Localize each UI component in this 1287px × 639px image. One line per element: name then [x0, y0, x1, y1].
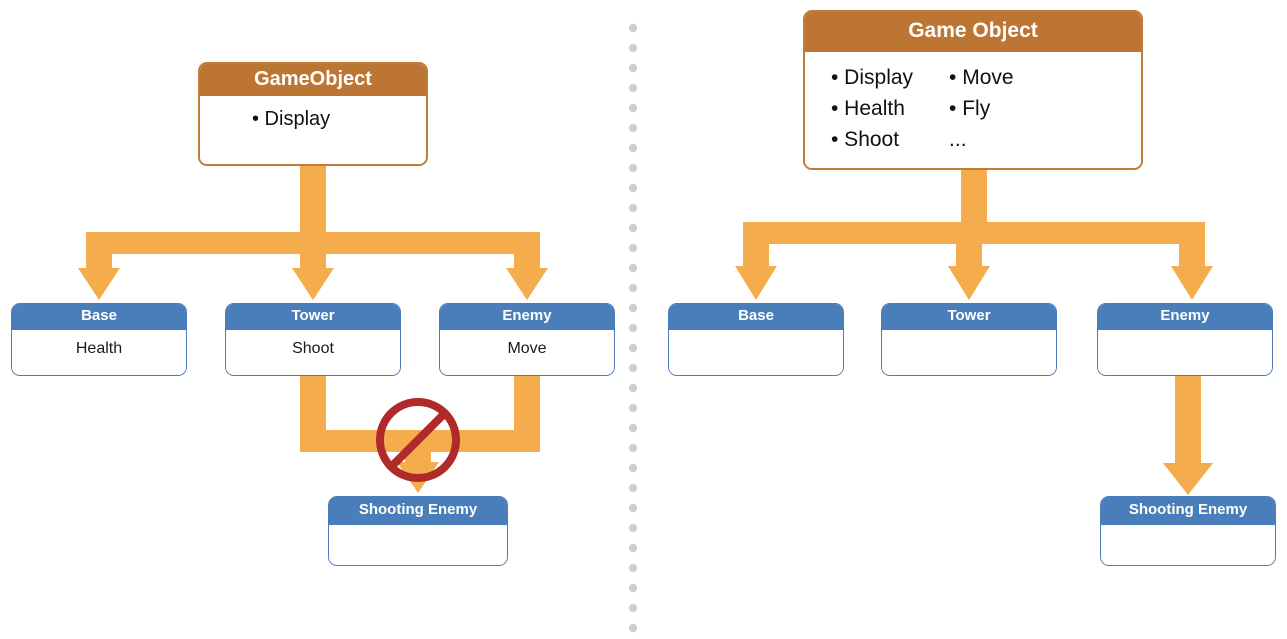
node-shooting-enemy-right-member	[1101, 525, 1275, 565]
member-column-2: • Move • Fly ...	[949, 62, 1014, 155]
node-shooting-enemy-left-member	[329, 525, 507, 565]
node-base-left[interactable]: Base Health	[11, 303, 187, 376]
node-game-object-right[interactable]: Game Object • Display • Health • Shoot •…	[803, 10, 1143, 170]
node-base-right-member	[669, 330, 843, 375]
node-shooting-enemy-left-title: Shooting Enemy	[329, 497, 507, 525]
member-item: • Display	[831, 66, 914, 89]
member-item: • Shoot	[831, 128, 900, 152]
right-enemy-to-leaf-connector	[1163, 375, 1213, 495]
node-base-left-member: Health	[12, 330, 186, 375]
node-tower-left-title: Tower	[226, 304, 400, 330]
node-gameobject-left-title: GameObject	[200, 64, 426, 96]
prohibition-sign	[376, 398, 460, 482]
node-enemy-right-member	[1098, 330, 1272, 375]
dotted-divider	[628, 23, 638, 633]
node-base-right-title: Base	[669, 304, 843, 330]
node-enemy-left-member: Move	[440, 330, 614, 375]
node-enemy-right-title: Enemy	[1098, 304, 1272, 330]
member-item: • Health	[831, 97, 905, 121]
member-item: • Move	[949, 66, 1014, 89]
node-tower-left[interactable]: Tower Shoot	[225, 303, 401, 376]
node-game-object-right-body: • Display • Health • Shoot • Move • Fly …	[805, 52, 1141, 168]
node-tower-right-title: Tower	[882, 304, 1056, 330]
member-item: • Fly	[949, 97, 991, 121]
member-item: • Display	[252, 108, 331, 130]
node-tower-right-member	[882, 330, 1056, 375]
node-shooting-enemy-right[interactable]: Shooting Enemy	[1100, 496, 1276, 566]
node-shooting-enemy-right-title: Shooting Enemy	[1101, 497, 1275, 525]
member-item: ...	[949, 128, 967, 152]
node-gameobject-left-body: • Display	[200, 96, 426, 164]
node-enemy-right[interactable]: Enemy	[1097, 303, 1273, 376]
left-tree-connector	[78, 166, 548, 300]
member-column-1: • Display • Health • Shoot	[831, 62, 913, 155]
right-tree-connector	[735, 170, 1213, 300]
node-enemy-left[interactable]: Enemy Move	[439, 303, 615, 376]
node-tower-left-member: Shoot	[226, 330, 400, 375]
node-game-object-right-title: Game Object	[805, 12, 1141, 52]
node-base-right[interactable]: Base	[668, 303, 844, 376]
node-enemy-left-title: Enemy	[440, 304, 614, 330]
node-shooting-enemy-left[interactable]: Shooting Enemy	[328, 496, 508, 566]
node-base-left-title: Base	[12, 304, 186, 330]
node-gameobject-left[interactable]: GameObject • Display	[198, 62, 428, 166]
node-tower-right[interactable]: Tower	[881, 303, 1057, 376]
